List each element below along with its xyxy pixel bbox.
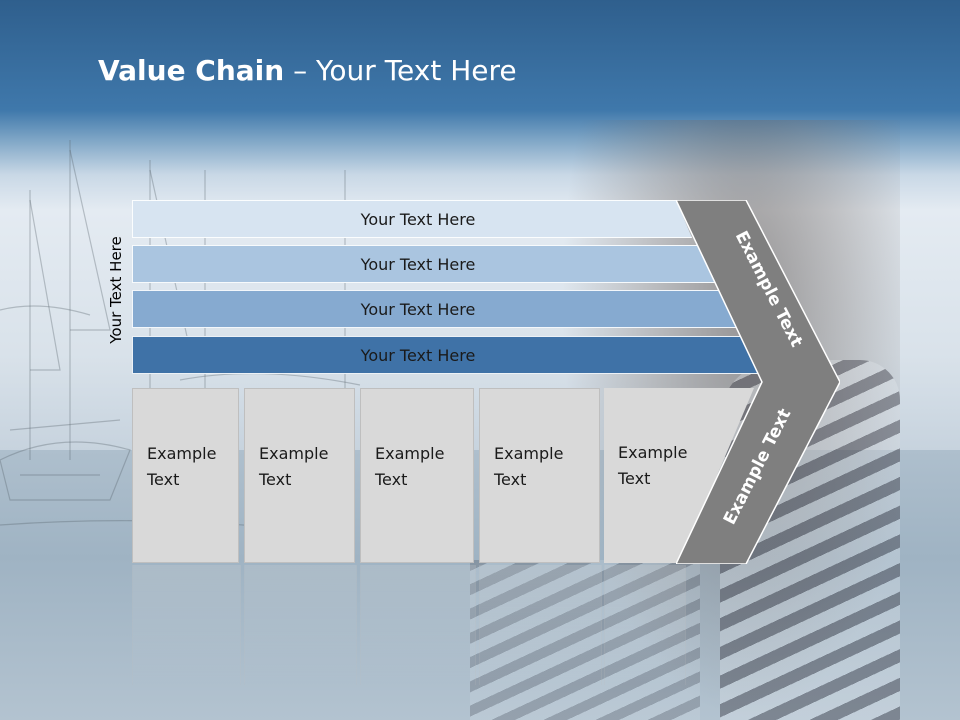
support-activity-row-2: Your Text Here (132, 245, 717, 283)
box-text-line1: Example (147, 444, 217, 463)
row-label: Your Text Here (360, 254, 476, 274)
box-text-line2: Text (494, 470, 527, 489)
row-label: Your Text Here (360, 345, 476, 365)
margin-chevron-shape (676, 200, 840, 564)
support-activity-row-4: Your Text Here (132, 336, 765, 374)
row-label: Your Text Here (360, 299, 476, 319)
title-rest: – Your Text Here (284, 54, 517, 87)
support-activity-row-3: Your Text Here (132, 290, 740, 328)
box-text-line1: Example (494, 444, 564, 463)
primary-activity-box-4: Example Text (479, 388, 600, 563)
box-reflection (132, 565, 241, 685)
primary-activity-box-5-text: Example Text (618, 440, 687, 492)
support-activity-row-1: Your Text Here (132, 200, 692, 238)
box-reflection (479, 565, 602, 685)
primary-activity-box-3: Example Text (360, 388, 474, 563)
primary-activity-box-1: Example Text (132, 388, 239, 563)
box-reflection (604, 565, 686, 685)
vertical-axis-label: Your Text Here (107, 236, 125, 344)
slide-title: Value Chain – Your Text Here (98, 54, 517, 94)
box-text-line2: Text (618, 469, 651, 488)
primary-activity-box-2: Example Text (244, 388, 355, 563)
box-reflection (244, 565, 357, 685)
box-text-line1: Example (375, 444, 445, 463)
box-text-line2: Text (147, 470, 180, 489)
title-bold: Value Chain (98, 54, 285, 87)
row-label: Your Text Here (360, 209, 476, 229)
box-text-line2: Text (259, 470, 292, 489)
box-reflection (360, 565, 476, 685)
margin-chevron (676, 200, 840, 564)
box-text-line1: Example (618, 443, 688, 462)
box-text-line2: Text (375, 470, 408, 489)
box-text-line1: Example (259, 444, 329, 463)
background-striped-reflection (470, 560, 700, 720)
